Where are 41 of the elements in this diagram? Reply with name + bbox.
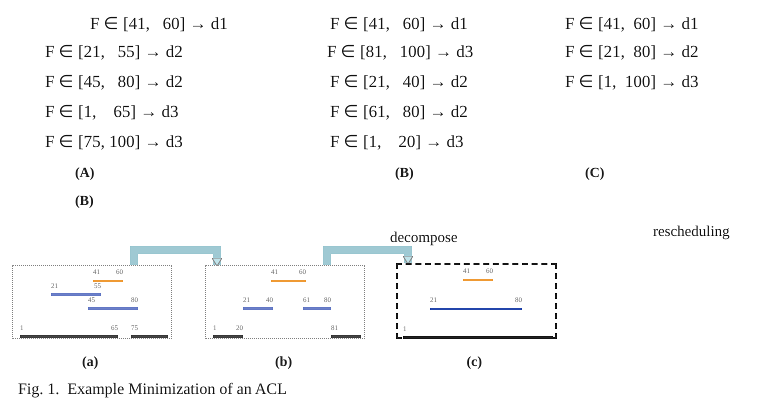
range-bar: [131, 326, 168, 338]
rule-text: F ∈ [41, 60] → d1: [565, 14, 699, 34]
range-bar: [463, 269, 493, 281]
rule-text: F ∈ [1, 100] → d3: [565, 72, 699, 92]
figure-caption: Fig. 1. Example Minimization of an ACL: [18, 380, 287, 400]
column-label: (A): [75, 165, 94, 183]
step-label: rescheduling: [653, 223, 730, 242]
column-label: (B): [395, 165, 414, 183]
block-arrow: [323, 246, 414, 265]
rule-text: F ∈ [21, 55] → d2: [45, 42, 183, 62]
range-bar: [213, 326, 243, 338]
rule-text: F ∈ [1, 65] → d3: [45, 102, 179, 122]
panel-label: (c): [466, 355, 482, 371]
range-bar: [303, 298, 331, 310]
panel-label: (a): [82, 355, 98, 371]
range-bar: [88, 298, 138, 310]
panel-label: (b): [275, 355, 292, 371]
range-panel: [205, 265, 365, 339]
range-panel: [396, 263, 557, 339]
rule-text: F ∈ [81, 100] → d3: [327, 42, 474, 62]
rule-text: F ∈ [1, 20] → d3: [330, 132, 464, 152]
rule-text: F ∈ [75, 100] → d3: [45, 132, 183, 152]
range-panel: [12, 265, 172, 339]
range-bar: [271, 270, 306, 282]
rule-text: F ∈ [21, 80] → d2: [565, 42, 699, 62]
column-label: (C): [585, 165, 604, 183]
rule-text: F ∈ [61, 80] → d2: [330, 102, 468, 122]
range-bar: [331, 326, 361, 338]
rule-text: F ∈ [45, 80] → d2: [45, 72, 183, 92]
range-bar: [403, 327, 553, 339]
rule-text: F ∈ [21, 40] → d2: [330, 72, 468, 92]
range-bar: [51, 284, 101, 296]
step-label: decompose: [390, 229, 458, 248]
range-bar: [20, 326, 118, 338]
rule-text: F ∈ [41, 60] → d1: [90, 14, 228, 34]
range-bar: [430, 298, 522, 310]
range-bar: [243, 298, 273, 310]
rule-text: F ∈ [41, 60] → d1: [330, 14, 468, 34]
range-bar: [93, 270, 123, 282]
column-label: (B): [75, 193, 94, 211]
block-arrow: [130, 246, 222, 266]
